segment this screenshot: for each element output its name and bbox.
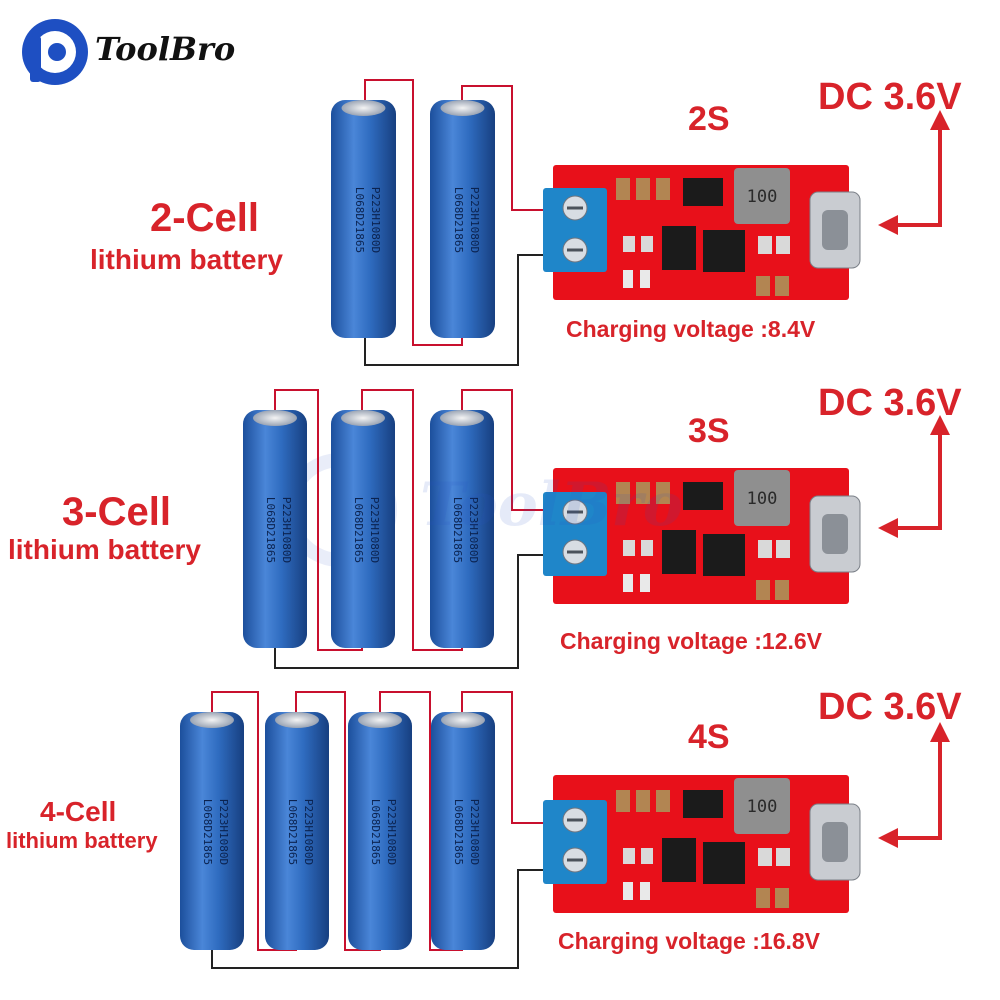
section-4s-batteries: L068D21865 P223H1080D L068D21865 P223H10… [180, 712, 495, 950]
svg-text:100: 100 [747, 797, 778, 817]
section-3s-input-arrow [878, 415, 950, 538]
svg-text:L068D21865: L068D21865 [353, 187, 366, 253]
section-2s-board: 100 [543, 165, 861, 300]
svg-text:L068D21865: L068D21865 [452, 187, 465, 253]
battery-cell-icon: L068D21865 P223H1080D [431, 712, 495, 950]
battery-cell-icon: L068D21865 P223H1080D [331, 100, 396, 338]
svg-text:P223H1080D: P223H1080D [468, 187, 481, 253]
input-voltage-label: DC 3.6V [818, 382, 962, 424]
svg-text:L068D21865: L068D21865 [264, 497, 277, 563]
svg-text:P223H1080D: P223H1080D [302, 799, 315, 865]
cell-type-subtitle: lithium battery [8, 534, 201, 565]
svg-text:P223H1080D: P223H1080D [280, 497, 293, 563]
series-config-label: 2S [688, 100, 730, 138]
cell-count-title: 2-Cell [150, 196, 259, 240]
battery-cell-icon: L068D21865 P223H1080D [430, 410, 494, 648]
svg-text:L068D21865: L068D21865 [369, 799, 382, 865]
svg-text:L068D21865: L068D21865 [452, 799, 465, 865]
svg-text:P223H1080D: P223H1080D [217, 799, 230, 865]
cell-type-subtitle: lithium battery [90, 244, 283, 275]
battery-cell-icon: L068D21865 P223H1080D [265, 712, 329, 950]
cell-type-subtitle: lithium battery [6, 828, 158, 853]
svg-text:L068D21865: L068D21865 [286, 799, 299, 865]
svg-text:P223H1080D: P223H1080D [467, 497, 480, 563]
svg-text:P223H1080D: P223H1080D [368, 497, 381, 563]
toolbro-logo-icon [22, 19, 88, 85]
input-voltage-label: DC 3.6V [818, 686, 962, 728]
section-4s-input-arrow [878, 722, 950, 848]
section-2s-input-arrow [878, 110, 950, 235]
cell-count-title: 3-Cell [62, 490, 171, 534]
battery-cell-icon: L068D21865 P223H1080D [180, 712, 244, 950]
svg-text:100: 100 [747, 489, 778, 509]
svg-text:P223H1080D: P223H1080D [385, 799, 398, 865]
section-3s-batteries: L068D21865 P223H1080D L068D21865 P223H10… [243, 410, 494, 648]
battery-cell-icon: L068D21865 P223H1080D [243, 410, 307, 648]
svg-text:L068D21865: L068D21865 [201, 799, 214, 865]
section-4s-board: 100 [543, 775, 861, 913]
input-voltage-label: DC 3.6V [818, 76, 962, 118]
brand-name: ToolBro [95, 30, 236, 68]
cell-count-title: 4-Cell [40, 796, 117, 827]
watermark-text: ToolBro [420, 470, 683, 540]
battery-cell-icon: L068D21865 P223H1080D [430, 100, 495, 338]
svg-text:P223H1080D: P223H1080D [369, 187, 382, 253]
svg-text:L068D21865: L068D21865 [352, 497, 365, 563]
svg-text:L068D21865: L068D21865 [451, 497, 464, 563]
charging-voltage-label: Charging voltage :8.4V [566, 316, 816, 342]
series-config-label: 3S [688, 412, 730, 450]
section-2s-batteries: L068D21865 P223H1080D L068D21865 P223H10… [331, 100, 495, 338]
section-3s-board: 100 [543, 468, 861, 604]
battery-cell-icon: L068D21865 P223H1080D [348, 712, 412, 950]
svg-text:100: 100 [747, 187, 778, 207]
section-3s-wiring [274, 389, 548, 669]
svg-text:P223H1080D: P223H1080D [468, 799, 481, 865]
charging-voltage-label: Charging voltage :16.8V [558, 928, 821, 954]
charging-voltage-label: Charging voltage :12.6V [560, 628, 823, 654]
battery-cell-icon: L068D21865 P223H1080D [331, 410, 395, 648]
series-config-label: 4S [688, 718, 730, 756]
